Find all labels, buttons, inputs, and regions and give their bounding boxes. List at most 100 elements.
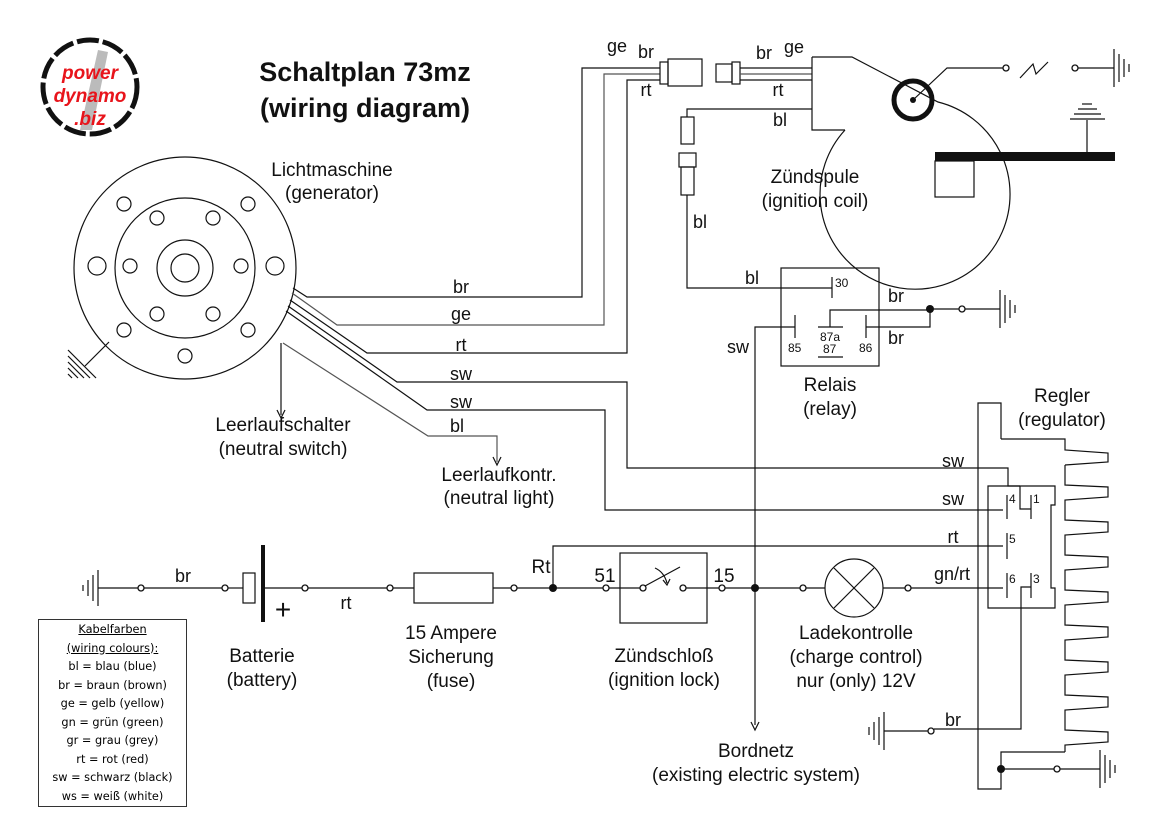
- wiring-colour-legend: Kabelfarben (wiring colours): bl = blau …: [38, 619, 187, 807]
- fuse-label-3: (fuse): [427, 671, 476, 692]
- legend-item: br = braun (brown): [58, 678, 167, 692]
- legend-title: Kabelfarben: [78, 623, 147, 636]
- arrow-icon: [492, 456, 502, 467]
- ground-icon: [1099, 750, 1116, 788]
- ground-icon: [67, 349, 97, 379]
- charge-control-label: Ladekontrolle: [799, 623, 913, 644]
- legend-item: bl = blau (blue): [68, 660, 157, 673]
- regulator-pin-5: 5: [1009, 532, 1016, 546]
- relay-pin-87: 87: [823, 342, 837, 356]
- page-title: Schaltplan 73mz: [259, 57, 471, 87]
- wire-label-sw: sw: [942, 489, 965, 509]
- battery-plus-sign: +: [275, 594, 291, 625]
- legend-item: ge = gelb (yellow): [60, 697, 165, 710]
- charge-control-label-en: (charge control): [789, 647, 922, 668]
- regulator-pin-3: 3: [1033, 572, 1040, 586]
- lamp-icon: [824, 558, 884, 618]
- ignition-coil-label-en: (ignition coil): [762, 191, 869, 212]
- generator: [67, 156, 297, 380]
- legend-item: gn = grün (green): [61, 715, 164, 729]
- ground-icon: [868, 712, 885, 750]
- bordnetz-label-en: (existing electric system): [652, 765, 860, 786]
- wire-label-bl: bl: [773, 110, 787, 130]
- relay-pin-87a: 87a: [820, 330, 840, 344]
- wire-label-ge: ge: [607, 36, 627, 56]
- relay-label-en: (relay): [803, 399, 857, 420]
- wire-label-br: br: [175, 566, 191, 586]
- antenna-icon: [1070, 103, 1105, 120]
- relay-pin-86: 86: [859, 341, 873, 355]
- legend-item: sw = schwarz (black): [52, 771, 173, 784]
- wire-label-br: br: [638, 42, 654, 62]
- wire-label-rt: rt: [341, 593, 352, 613]
- battery-label: Batterie: [229, 646, 294, 667]
- wire-label-sw: sw: [727, 337, 750, 357]
- legend-subtitle: (wiring colours):: [66, 641, 159, 655]
- battery-icon: [242, 572, 256, 604]
- regulator-label: Regler: [1034, 386, 1091, 407]
- logo-text-3: .biz: [74, 109, 106, 130]
- logo-text-2: dynamo: [54, 86, 127, 107]
- ground-icon: [999, 290, 1016, 328]
- wire-label-Rt: Rt: [532, 557, 552, 578]
- wire-label-gn-rt: gn/rt: [934, 564, 970, 584]
- wire-label-sw: sw: [450, 364, 473, 384]
- generator-label-en: (generator): [285, 183, 379, 204]
- ground-icon: [1113, 49, 1130, 87]
- ignition-pin-51: 51: [594, 566, 615, 587]
- logo: power dynamo .biz: [40, 37, 140, 137]
- regulator-pin-4: 4: [1009, 492, 1016, 506]
- wire-label-rt: rt: [641, 80, 652, 100]
- relay-pin-85: 85: [788, 341, 802, 355]
- wire-label-br: br: [888, 286, 904, 306]
- switch-arrow-icon: [654, 567, 668, 584]
- battery-label-en: (battery): [227, 670, 298, 691]
- neutral-switch-label: Leerlaufschalter: [215, 415, 351, 436]
- wire-label-br: br: [945, 710, 961, 730]
- spark-icon: [1019, 61, 1049, 79]
- relay-label: Relais: [804, 375, 857, 396]
- legend-item: gr = grau (grey): [66, 734, 159, 747]
- fuse-icon: [413, 572, 494, 604]
- ignition-lock-label-en: (ignition lock): [608, 670, 720, 691]
- neutral-switch-label-en: (neutral switch): [219, 439, 348, 460]
- page-subtitle: (wiring diagram): [260, 93, 470, 123]
- wire-label-bl: bl: [450, 416, 464, 436]
- wire-label-ge: ge: [451, 304, 471, 324]
- legend-item: rt = rot (red): [76, 752, 149, 766]
- wire-label-ge: ge: [784, 37, 804, 57]
- main-circuit: [82, 545, 1003, 732]
- regulator-pin-1: 1: [1033, 492, 1040, 506]
- wire-label-sw: sw: [450, 392, 473, 412]
- wire-label-sw: sw: [942, 451, 965, 471]
- wire-label-rt: rt: [456, 335, 467, 355]
- ground-icon: [82, 570, 99, 606]
- arrow-icon: [750, 721, 760, 732]
- legend-item: ws = weiß (white): [61, 789, 164, 803]
- logo-text-1: power: [61, 63, 120, 84]
- regulator-pin-6: 6: [1009, 572, 1016, 586]
- wire-label-rt: rt: [948, 527, 959, 547]
- wire-label-br: br: [756, 43, 772, 63]
- wire-label-bl: bl: [693, 212, 707, 232]
- wire-label-bl: bl: [745, 268, 759, 288]
- regulator: 4 1 5 6 3: [934, 402, 1116, 790]
- wire-label-rt: rt: [773, 80, 784, 100]
- ignition-coil-label: Zündspule: [771, 167, 860, 188]
- generator-label: Lichtmaschine: [271, 160, 392, 181]
- regulator-label-en: (regulator): [1018, 410, 1106, 431]
- ignition-lock-label: Zündschloß: [614, 646, 713, 667]
- fuse-label-1: 15 Ampere: [405, 623, 497, 644]
- ignition-pin-15: 15: [713, 566, 734, 587]
- logo-arrow-icon: [80, 50, 108, 130]
- bordnetz-label: Bordnetz: [718, 741, 794, 762]
- bl-wire: [678, 108, 832, 289]
- wire-label-br: br: [888, 328, 904, 348]
- ignition-coil: [811, 49, 1130, 290]
- connector: [659, 58, 812, 87]
- ground-br: [868, 712, 935, 750]
- neutral-light-label: Leerlaufkontr.: [441, 465, 556, 486]
- relay-pin-30: 30: [835, 276, 849, 290]
- arrow-icon: [276, 409, 286, 420]
